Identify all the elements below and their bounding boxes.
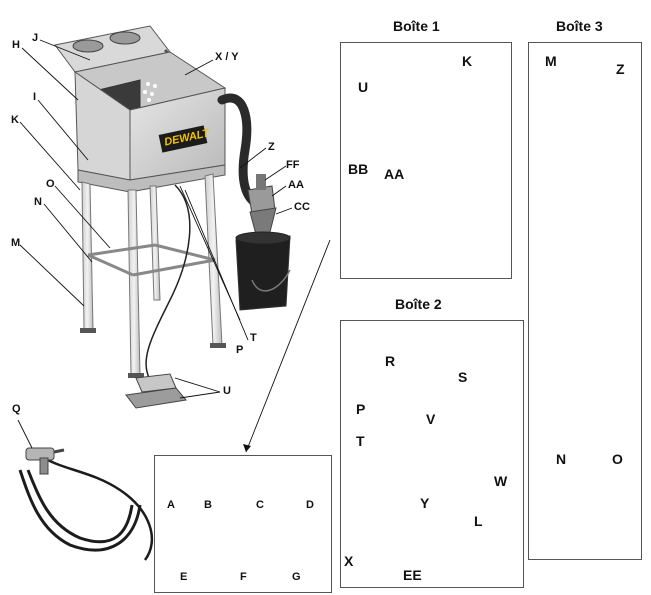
label-J: J	[32, 33, 38, 44]
hw-label-F: F	[240, 572, 247, 583]
box2-label-L: L	[474, 514, 483, 528]
foot	[80, 328, 96, 333]
box2-label-Y: Y	[420, 496, 429, 510]
label-I: I	[33, 92, 36, 103]
box3-header: Boîte 3	[556, 18, 603, 34]
leg-braces	[88, 245, 215, 275]
label-O: O	[46, 179, 55, 190]
cyclone-inlet	[256, 174, 266, 190]
box2-label-X: X	[344, 554, 353, 568]
box2-label-S: S	[458, 370, 467, 384]
box3-label-Z: Z	[616, 62, 625, 76]
label-T: T	[250, 333, 257, 344]
blast-cabinet	[55, 26, 226, 378]
box2-label-W: W	[494, 474, 507, 488]
box3-frame	[528, 42, 642, 560]
label-M: M	[11, 238, 20, 249]
label-Q: Q	[12, 404, 21, 415]
label-X-Y: X / Y	[215, 52, 239, 63]
lid-port-right	[110, 32, 140, 44]
box1-label-U: U	[358, 80, 368, 94]
label-FF: FF	[286, 160, 299, 171]
dust-collector	[222, 98, 290, 310]
hw-label-B: B	[204, 500, 212, 511]
label-AA: AA	[288, 180, 304, 191]
label-P: P	[236, 345, 243, 356]
box2-label-T: T	[356, 434, 365, 448]
box1-label-AA: AA	[384, 167, 404, 181]
hw-label-D: D	[306, 500, 314, 511]
label-N: N	[34, 197, 42, 208]
blast-gun-assembly	[20, 448, 152, 560]
foot-pedal	[126, 374, 186, 408]
hw-label-E: E	[180, 572, 187, 583]
lid-port-left	[73, 40, 103, 52]
box3-label-M: M	[545, 54, 557, 68]
label-U: U	[223, 386, 231, 397]
cabinet-legs	[82, 174, 222, 375]
label-Z: Z	[268, 142, 275, 153]
box1-header: Boîte 1	[393, 18, 440, 34]
box2-label-EE: EE	[403, 568, 422, 582]
box2-label-P: P	[356, 402, 365, 416]
hw-label-G: G	[292, 572, 301, 583]
label-H: H	[12, 40, 20, 51]
box2-header: Boîte 2	[395, 296, 442, 312]
label-K: K	[11, 115, 19, 126]
box1-label-K: K	[462, 54, 472, 68]
box2-label-R: R	[385, 354, 395, 368]
box2-frame	[340, 320, 524, 588]
box1-label-BB: BB	[348, 162, 368, 176]
box3-label-O: O	[612, 452, 623, 466]
hw-label-C: C	[256, 500, 264, 511]
box2-label-V: V	[426, 412, 435, 426]
box3-label-N: N	[556, 452, 566, 466]
foot	[210, 343, 226, 348]
hw-label-A: A	[167, 500, 175, 511]
dust-bucket	[236, 236, 290, 310]
label-CC: CC	[294, 202, 310, 213]
